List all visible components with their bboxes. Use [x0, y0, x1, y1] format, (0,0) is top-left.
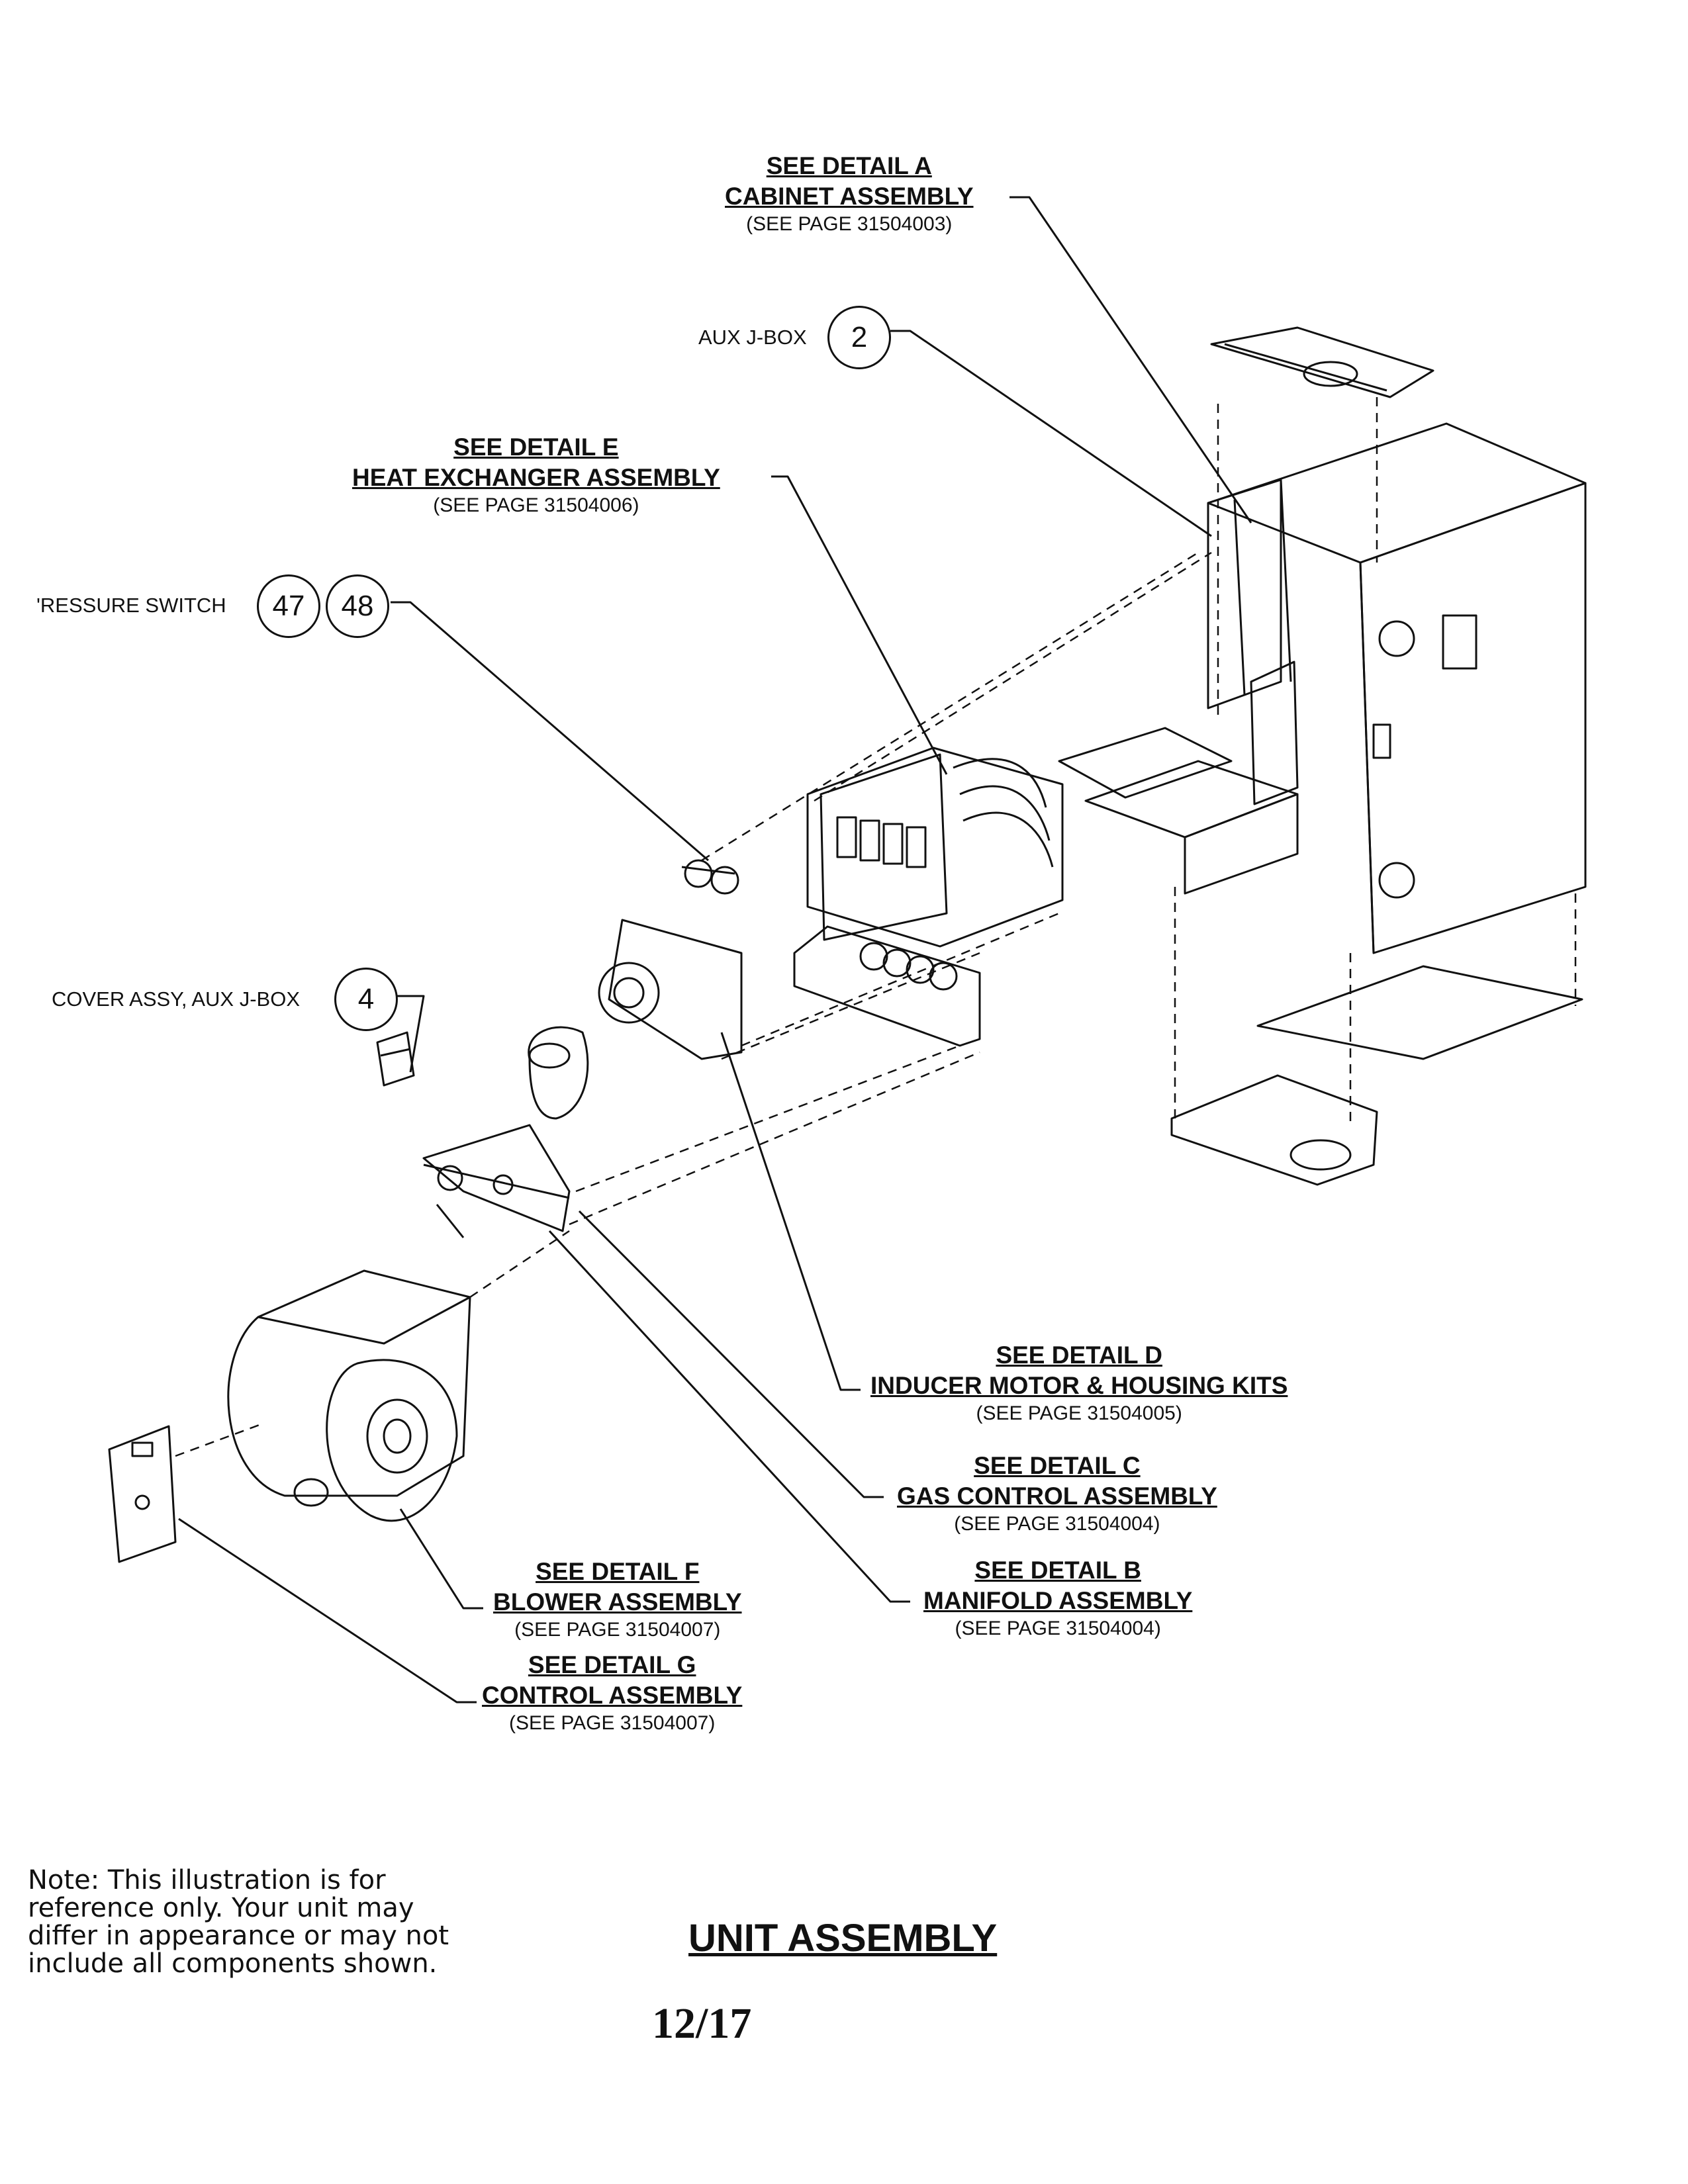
detail-d-name: INDUCER MOTOR & HOUSING KITS [870, 1372, 1288, 1399]
callout-detail-g: SEE DETAIL G CONTROL ASSEMBLY (SEE PAGE … [482, 1650, 742, 1736]
blower-assembly [227, 1269, 471, 1522]
detail-g-heading: SEE DETAIL G [528, 1651, 696, 1678]
detail-d-page: (SEE PAGE 31504005) [976, 1402, 1182, 1424]
detail-e-name: HEAT EXCHANGER ASSEMBLY [352, 464, 720, 491]
detail-b-name: MANIFOLD ASSEMBLY [923, 1587, 1193, 1614]
detail-b-page: (SEE PAGE 31504004) [955, 1617, 1161, 1639]
control-board [108, 1425, 177, 1563]
cabinet-body [1207, 422, 1587, 954]
part-number-bubble-2: 2 [827, 306, 891, 369]
detail-c-page: (SEE PAGE 31504004) [954, 1513, 1160, 1535]
gas-control-manifold [422, 1124, 571, 1238]
note-line: differ in appearance or may not [28, 1921, 449, 1951]
note-line: Note: This illustration is for [28, 1865, 386, 1895]
detail-a-name: CABINET ASSEMBLY [725, 183, 974, 210]
detail-g-page: (SEE PAGE 31504007) [509, 1712, 716, 1734]
callout-detail-f: SEE DETAIL F BLOWER ASSEMBLY (SEE PAGE 3… [493, 1557, 742, 1643]
detail-e-page: (SEE PAGE 31504006) [433, 494, 639, 516]
reference-note: Note: This illustration is for reference… [28, 1866, 449, 1978]
part-number-bubble-48: 48 [326, 574, 389, 638]
callout-detail-b: SEE DETAIL B MANIFOLD ASSEMBLY (SEE PAGE… [923, 1555, 1192, 1641]
detail-a-heading: SEE DETAIL A [766, 152, 932, 179]
detail-a-page: (SEE PAGE 31504003) [746, 213, 953, 235]
detail-c-name: GAS CONTROL ASSEMBLY [897, 1482, 1217, 1510]
part-number-bubble-47: 47 [257, 574, 320, 638]
aux-jbox-label: AUX J-BOX [698, 326, 807, 349]
detail-f-name: BLOWER ASSEMBLY [493, 1588, 742, 1615]
part-number-bubble-4: 4 [334, 968, 398, 1031]
alignment-lines [175, 397, 1577, 1457]
callout-detail-a: SEE DETAIL A CABINET ASSEMBLY (SEE PAGE … [725, 151, 974, 237]
note-line: include all components shown. [28, 1948, 438, 1979]
detail-e-heading: SEE DETAIL E [453, 433, 619, 461]
callout-detail-e: SEE DETAIL E HEAT EXCHANGER ASSEMBLY (SE… [352, 432, 720, 518]
callout-detail-c: SEE DETAIL C GAS CONTROL ASSEMBLY (SEE P… [897, 1451, 1217, 1537]
note-line: reference only. Your unit may [28, 1893, 414, 1923]
leader-lines [178, 196, 1252, 1704]
aux-jbox-cover-part [376, 1031, 415, 1087]
detail-f-heading: SEE DETAIL F [536, 1558, 700, 1585]
cabinet-bottom-panel [1170, 965, 1583, 1186]
detail-c-heading: SEE DETAIL C [974, 1452, 1141, 1479]
pressure-switch-part [681, 859, 739, 895]
detail-f-page: (SEE PAGE 31504007) [514, 1619, 721, 1641]
heat-exchanger-assembly [793, 727, 1299, 1047]
cover-assy-label: COVER ASSY, AUX J-BOX [52, 987, 301, 1011]
callout-detail-d: SEE DETAIL D INDUCER MOTOR & HOUSING KIT… [870, 1340, 1288, 1426]
cabinet-top-panel [1210, 326, 1434, 398]
detail-b-heading: SEE DETAIL B [974, 1557, 1141, 1584]
inducer-motor-housing [528, 919, 743, 1120]
page-number: 12/17 [652, 1999, 752, 2048]
page-title: UNIT ASSEMBLY [688, 1917, 998, 1960]
detail-d-heading: SEE DETAIL D [996, 1342, 1162, 1369]
detail-g-name: CONTROL ASSEMBLY [482, 1682, 743, 1709]
pressure-switch-label: 'RESSURE SWITCH [36, 594, 226, 617]
